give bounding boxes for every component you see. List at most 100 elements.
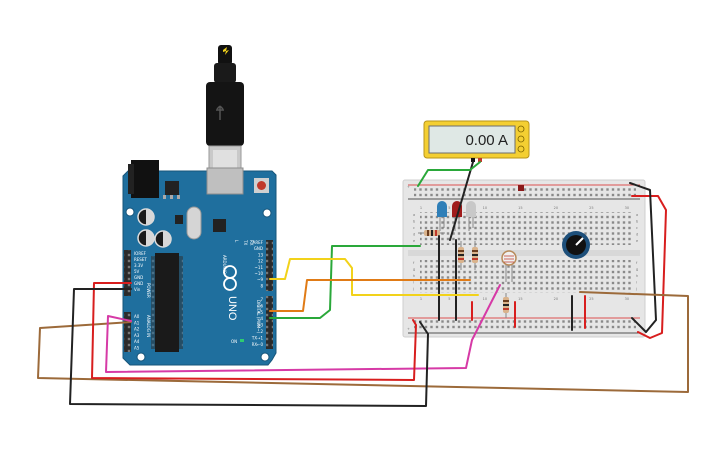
- digital-pin-label: TX→1: [251, 335, 264, 340]
- multimeter-com-probe[interactable]: [471, 158, 475, 162]
- breadboard-row-letter: j: [635, 287, 637, 291]
- breadboard-row-letter: i: [413, 281, 414, 285]
- breadboard-row-letter: g: [636, 268, 638, 272]
- multimeter-mode-v-knob[interactable]: [517, 125, 525, 133]
- breadboard-row-letter: e: [636, 239, 638, 243]
- digital-header-label: DIGITAL (PWM~): [256, 300, 261, 334]
- digital-pin-label: 7: [260, 297, 263, 302]
- reset-button-icon[interactable]: [254, 178, 269, 193]
- breadboard-row-letter: g: [413, 268, 415, 272]
- breadboard-row-letter: i: [636, 281, 637, 285]
- breadboard-column-number: 10: [483, 206, 487, 210]
- analog-pin-label: A3: [134, 333, 140, 338]
- photoresistor-icon[interactable]: [501, 250, 517, 282]
- digital-pin-label: ~3: [257, 323, 263, 328]
- multimeter-mode-r-knob[interactable]: [517, 145, 525, 153]
- breadboard-column-number: 1: [420, 206, 422, 210]
- breadboard-row-letter: f: [636, 261, 638, 265]
- arduino-uno-board[interactable]: ARDUINO UNO POWER ANALOG IN DIGITAL (PWM…: [122, 160, 277, 366]
- breadboard-row-letter: d: [636, 233, 638, 237]
- wire-black-probe: [449, 161, 474, 241]
- led-icon[interactable]: [437, 201, 447, 231]
- breadboard-column-number: 25: [589, 206, 593, 210]
- breadboard-row-letter: a: [636, 213, 638, 217]
- usb-cable-icon[interactable]: [206, 45, 244, 189]
- breadboard-row-letter: c: [636, 226, 638, 230]
- led-icon[interactable]: [466, 201, 476, 231]
- breadboard-row-letter: c: [413, 226, 415, 230]
- power-pin-label: RESET: [134, 257, 147, 262]
- arduino-logo: ARDUINO UNO: [222, 255, 238, 321]
- power-pin-label: Vin: [134, 287, 141, 292]
- breadboard-column-number: 5: [448, 297, 450, 301]
- rx-led-label: RX: [249, 240, 254, 246]
- arduino-model-text: UNO: [226, 296, 238, 321]
- digital-pin-label: 13: [258, 252, 264, 257]
- digital-pin-label: ~5: [257, 310, 263, 315]
- wire-black-gnd: [69, 288, 429, 407]
- wire-black-rail: [629, 182, 657, 333]
- breadboard-row-letter: j: [412, 287, 414, 291]
- digital-pin-label: ~9: [257, 277, 263, 282]
- wires[interactable]: [37, 161, 689, 407]
- digital-pin-label: GND: [254, 246, 263, 251]
- resistor-icon[interactable]: [458, 241, 464, 270]
- wire-red-5v: [91, 282, 417, 381]
- resistor-icon[interactable]: [472, 241, 478, 270]
- wire-brown-loop: [37, 291, 689, 393]
- breadboard-row-letter: d: [413, 233, 415, 237]
- potentiometer-icon[interactable]: [562, 231, 590, 259]
- rail-plus-bottom: +: [407, 327, 410, 331]
- breadboard-column-number: 1: [420, 297, 422, 301]
- analog-pin-label: A5: [134, 346, 140, 351]
- breadboard-column-number: 5: [448, 206, 450, 210]
- breadboard-column-number: 30: [625, 206, 629, 210]
- power-pin-label: GND: [134, 275, 143, 280]
- breadboard-row-letter: f: [413, 261, 415, 265]
- l-led-label: L: [234, 240, 239, 243]
- digital-pin-label: 12: [258, 259, 264, 264]
- power-pin-label: GND: [134, 281, 143, 286]
- breadboard-row-letter: h: [636, 274, 638, 278]
- breadboard-column-number: 20: [554, 297, 558, 301]
- tx-led-label: TX: [243, 239, 248, 245]
- breadboard-column-number: 15: [518, 206, 522, 210]
- wire-yellow-signal: [269, 258, 479, 296]
- power-header-label: POWER: [146, 283, 151, 298]
- digital-pin-label: ~6: [257, 303, 263, 308]
- dc-jack-icon: [128, 160, 159, 198]
- wire-green-probe: [417, 161, 481, 187]
- digital-pin-label: ~10: [255, 271, 264, 276]
- analog-pin-label: A1: [134, 320, 140, 325]
- multimeter[interactable]: 0.00 A: [423, 120, 530, 162]
- breadboard-row-letter: b: [636, 220, 639, 224]
- breadboard-row-letter: h: [413, 274, 415, 278]
- resistor-icon[interactable]: [418, 230, 445, 236]
- wire-green-signal: [269, 245, 421, 319]
- analog-pin-label: A4: [134, 339, 140, 344]
- analog-header-label: ANALOG IN: [146, 315, 151, 337]
- breadboard-column-number: 25: [589, 297, 593, 301]
- breadboard-column-number: 15: [518, 297, 522, 301]
- multimeter-reading: 0.00 A: [465, 132, 508, 149]
- breadboard-row-letter: a: [413, 213, 415, 217]
- multimeter-a-probe[interactable]: [478, 158, 482, 162]
- digital-pin-label: 4: [260, 316, 263, 321]
- multimeter-mode-a-knob[interactable]: [517, 135, 525, 143]
- resistor-icon[interactable]: [503, 293, 509, 318]
- analog-pin-label: A0: [134, 314, 140, 319]
- wire-orange-signal: [269, 279, 471, 312]
- breadboard-row-letter: b: [413, 220, 416, 224]
- rail-selection-marker: [518, 185, 524, 191]
- digital-pin-label: RX←0: [252, 342, 264, 347]
- power-pin-label: 3.3V: [134, 263, 143, 268]
- rail-plus-top: +: [407, 185, 410, 189]
- power-pin-label: IOREF: [134, 251, 147, 256]
- digital-pin-label: 8: [260, 283, 263, 288]
- breadboard-column-number: 20: [554, 206, 558, 210]
